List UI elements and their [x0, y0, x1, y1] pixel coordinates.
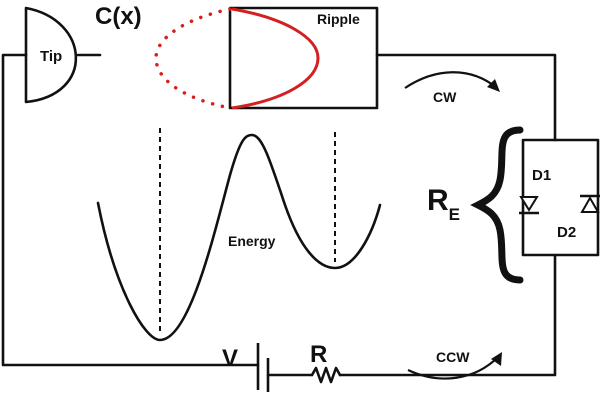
d1-label: D1	[532, 167, 551, 184]
ripple-curve-dotted	[154, 7, 232, 110]
ccw-label: CCW	[436, 349, 470, 365]
ripple-curve-solid	[231, 7, 320, 110]
cx-label: C(x)	[95, 3, 142, 30]
re-brace	[470, 126, 524, 284]
ccw-arrowhead	[491, 352, 502, 366]
resistor-zigzag	[310, 366, 342, 384]
circuit-wire-bottom-right	[338, 253, 557, 377]
ripple-box	[228, 6, 379, 110]
resistor-label: R	[310, 341, 327, 368]
cw-arrow	[404, 71, 498, 89]
voltage-label: V	[222, 345, 238, 372]
tip-label: Tip	[40, 48, 62, 65]
energy-curve	[96, 133, 382, 342]
circuit-wire-left	[1, 53, 260, 367]
diode-d2	[580, 194, 600, 213]
cw-arrowhead	[487, 79, 500, 92]
d2-label: D2	[557, 224, 576, 241]
tip-shape	[24, 6, 78, 104]
re-label: RE	[427, 184, 460, 224]
cw-label: CW	[433, 89, 457, 105]
ripple-label: Ripple	[317, 11, 360, 27]
circuit-wire-top	[375, 53, 557, 142]
ccw-arrow	[407, 356, 499, 380]
diode-d1	[519, 196, 539, 215]
energy-label: Energy	[228, 233, 276, 249]
